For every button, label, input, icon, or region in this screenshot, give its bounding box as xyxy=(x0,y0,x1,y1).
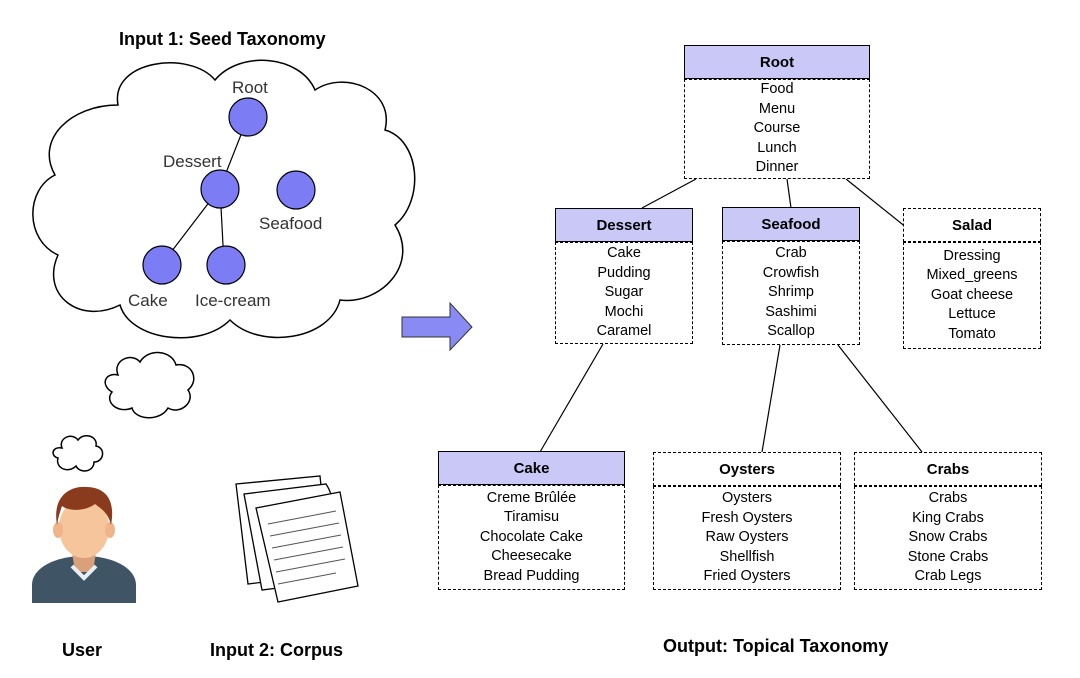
seed-node-seafood xyxy=(276,170,316,210)
topic-root-header: Root xyxy=(684,45,870,79)
topic-seafood-header: Seafood xyxy=(722,207,860,241)
topic-seafood-terms: Crab Crowfish Shrimp Sashimi Scallop xyxy=(722,241,860,345)
term: Tiramisu xyxy=(503,509,560,526)
right-arrow-icon xyxy=(401,301,473,352)
topic-crabs-header: Crabs xyxy=(854,452,1042,486)
term: Shellfish xyxy=(719,548,775,565)
input2-title: Input 2: Corpus xyxy=(210,640,343,660)
term: Lettuce xyxy=(948,306,996,323)
topic-crabs-terms: Crabs King Crabs Snow Crabs Stone Crabs … xyxy=(854,486,1042,590)
term: King Crabs xyxy=(912,509,984,526)
seed-label-dessert: Dessert xyxy=(163,152,222,171)
term: Crowfish xyxy=(762,264,820,281)
term: Cheesecake xyxy=(491,548,572,565)
term: Crab xyxy=(775,245,807,262)
seed-label-root: Root xyxy=(232,78,268,97)
term: Scallop xyxy=(767,323,815,340)
topic-oysters-header: Oysters xyxy=(653,452,841,486)
topic-root-terms: Food Menu Course Lunch Dinner xyxy=(684,79,870,179)
topic-salad-header: Salad xyxy=(903,208,1041,242)
input1-title: Input 1: Seed Taxonomy xyxy=(119,29,326,49)
term: Shrimp xyxy=(768,284,814,301)
thought-bubble-small xyxy=(52,435,104,472)
term: Sashimi xyxy=(765,303,817,320)
term: Oysters xyxy=(722,490,772,507)
term: Crabs xyxy=(928,490,968,507)
seed-node-icecream xyxy=(206,245,246,285)
term: Menu xyxy=(758,100,796,117)
term: Dressing xyxy=(943,247,1001,264)
output-title: Output: Topical Taxonomy xyxy=(663,636,889,656)
term: Creme Brûlée xyxy=(486,489,577,506)
term: Caramel xyxy=(596,323,652,340)
topic-cake-header: Cake xyxy=(438,451,625,485)
term: Course xyxy=(753,120,801,137)
seed-node-root xyxy=(228,97,268,137)
topic-dessert-header: Dessert xyxy=(555,208,693,242)
thought-bubble-medium xyxy=(104,351,195,419)
term: Bread Pudding xyxy=(483,567,580,584)
term: Lunch xyxy=(757,139,797,156)
term: Sugar xyxy=(604,284,644,301)
term: Stone Crabs xyxy=(907,548,989,565)
seed-node-dessert xyxy=(200,169,240,209)
term: Fresh Oysters xyxy=(701,509,793,526)
term: Crab Legs xyxy=(914,568,982,585)
term: Snow Crabs xyxy=(908,529,988,546)
seed-label-icecream: Ice-cream xyxy=(195,291,271,310)
seed-label-cake: Cake xyxy=(128,291,168,310)
term: Chocolate Cake xyxy=(479,528,584,545)
seed-label-seafood: Seafood xyxy=(259,214,323,233)
topic-dessert-terms: Cake Pudding Sugar Mochi Caramel xyxy=(555,242,693,344)
topic-salad-terms: Dressing Mixed_greens Goat cheese Lettuc… xyxy=(903,242,1041,349)
term: Mochi xyxy=(604,303,644,320)
term: Pudding xyxy=(597,264,651,281)
term: Food xyxy=(760,81,794,98)
term: Cake xyxy=(607,245,641,262)
term: Tomato xyxy=(948,325,996,342)
user-label: User xyxy=(62,640,103,660)
term: Dinner xyxy=(755,159,799,176)
seed-node-cake xyxy=(142,245,182,285)
term: Raw Oysters xyxy=(705,529,789,546)
topic-oysters-terms: Oysters Fresh Oysters Raw Oysters Shellf… xyxy=(653,486,841,590)
corpus-documents-icon xyxy=(235,475,359,603)
user-avatar-icon xyxy=(32,486,136,603)
topic-cake-terms: Creme Brûlée Tiramisu Chocolate Cake Che… xyxy=(438,485,625,590)
term: Mixed_greens xyxy=(926,267,1018,284)
term: Goat cheese xyxy=(930,286,1014,303)
term: Fried Oysters xyxy=(703,568,791,585)
